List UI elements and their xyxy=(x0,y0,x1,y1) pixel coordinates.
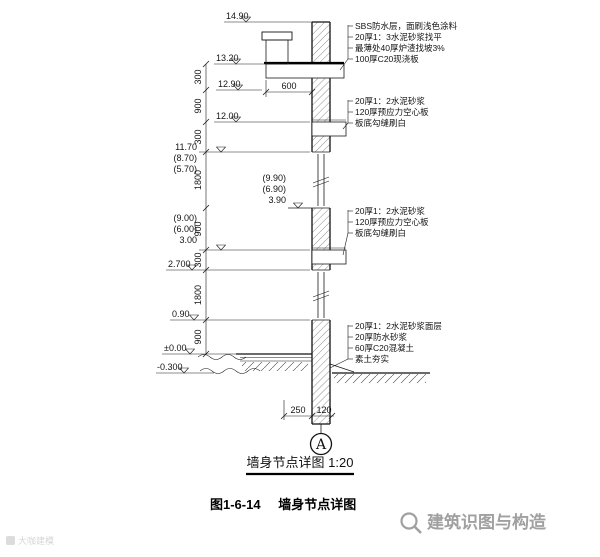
annotation-text: 20厚1：2水泥砂浆 xyxy=(355,96,425,106)
dimension-label: 900 xyxy=(193,98,203,113)
section-mark-letter: A xyxy=(315,437,327,453)
dimension-label: 120 xyxy=(316,405,331,415)
annotation-text: 20厚1：3水泥砂浆找平 xyxy=(355,32,442,42)
level-value: (9.90) xyxy=(262,173,286,183)
windows xyxy=(288,151,330,321)
apron-slope xyxy=(329,363,355,373)
annotation-text: SBS防水层，面刷浅色涂料 xyxy=(355,21,458,31)
level-eave-bottom: 12.90 xyxy=(216,79,262,91)
dimension-label: 1800 xyxy=(193,285,203,305)
annotation-text: 20厚防水砂浆 xyxy=(355,332,407,342)
level-top-floor: 12.00 xyxy=(214,111,310,123)
level-value: 0.90 xyxy=(172,309,190,319)
level-outdoor-ground: -0.300 xyxy=(156,362,214,374)
soil-break-line xyxy=(197,354,247,360)
roof-annotations: SBS防水层，面刷浅色涂料 20厚1：3水泥砂浆找平 最薄处40厚炉渣找坡3% … xyxy=(339,21,458,71)
level-value: (5.70) xyxy=(173,164,197,174)
lower-floor-slab xyxy=(311,249,347,265)
level-value: 3.90 xyxy=(268,195,286,205)
annotation-text: 100厚C20现浇板 xyxy=(355,54,419,64)
indoor-soil-hatch xyxy=(242,362,308,371)
vertical-dimension-chain: 300 900 300 1800 900 300 1800 900 xyxy=(193,60,210,358)
level-value: 2.700 xyxy=(168,259,191,269)
figure-title: 墙身节点详图 xyxy=(278,497,356,512)
level-mid-floors-group: (9.00) (6.00) 3.00 xyxy=(173,213,310,251)
level-value: ±0.00 xyxy=(164,343,186,353)
dimension-label: 600 xyxy=(281,81,296,91)
level-roof: 13.20 xyxy=(214,53,266,65)
figure-caption: 图1-6-14 墙身节点详图 xyxy=(210,497,356,512)
magnifier-icon xyxy=(400,512,418,530)
annotation-text: 60厚C20混凝土 xyxy=(355,343,415,353)
dimension-label: 250 xyxy=(290,405,305,415)
level-gf-floor: ±0.00 xyxy=(162,343,310,355)
level-marks: 14.90 13.20 12.90 12.00 11.70 (8.70) (5.… xyxy=(156,11,312,374)
dimension-label: 900 xyxy=(193,221,203,236)
annotation-text: 板底勾缝刷白 xyxy=(355,228,406,238)
drawing-caption: 墙身节点详图 1:20 xyxy=(247,455,354,470)
upper-window xyxy=(288,151,330,209)
annotation-text: 120厚预应力空心板 xyxy=(355,217,429,227)
level-value: 12.90 xyxy=(218,79,241,89)
level-value: (8.70) xyxy=(173,153,197,163)
level-gf-window-head: 2.700 xyxy=(166,259,310,271)
annotation-text: 板底勾缝刷白 xyxy=(355,118,406,128)
level-value: (9.00) xyxy=(173,213,197,223)
figure-label: 图1-6-14 xyxy=(210,497,261,512)
leader-annotations: SBS防水层，面刷浅色涂料 20厚1：3水泥砂浆找平 最薄处40厚炉渣找坡3% … xyxy=(329,21,458,369)
level-value: (6.90) xyxy=(262,184,286,194)
logo-icon xyxy=(6,536,15,545)
floor-slabs xyxy=(311,119,347,265)
soil-break-line xyxy=(199,368,261,374)
dimension-label: 900 xyxy=(193,329,203,344)
wall-masonry xyxy=(311,21,331,425)
dimension-label: 300 xyxy=(193,129,203,144)
roof-assembly xyxy=(261,31,345,79)
level-window-head-group: 11.70 (8.70) (5.70) xyxy=(173,142,310,174)
level-value: 12.00 xyxy=(216,111,239,121)
dimension-label: 1800 xyxy=(193,170,203,190)
level-value: 11.70 xyxy=(175,142,197,152)
level-value: 14.90 xyxy=(226,11,249,21)
lower-floor-annotations: 20厚1：2水泥砂浆 120厚预应力空心板 板底勾缝刷白 xyxy=(342,206,429,256)
level-value: -0.300 xyxy=(157,362,183,372)
roof-overhang-dimension: 600 xyxy=(262,80,316,97)
ground-floor-annotations: 20厚1：2水泥砂浆面层 20厚防水砂浆 60厚C20混凝土 素土夯实 xyxy=(329,321,442,369)
level-gf-window-sill: 0.90 xyxy=(170,309,310,321)
annotation-text: 素土夯实 xyxy=(355,354,389,364)
level-parapet-top: 14.90 xyxy=(224,11,312,23)
section-bubble: A xyxy=(309,424,333,456)
brand-watermark: 建筑识图与构造 xyxy=(400,512,547,534)
annotation-text: 20厚1：2水泥砂浆 xyxy=(355,206,425,216)
ground-floor-window xyxy=(312,269,330,321)
magnifier-handle-icon xyxy=(413,525,422,534)
annotation-text: 120厚预应力空心板 xyxy=(355,107,429,117)
level-value: 3.00 xyxy=(179,235,197,245)
level-value: 13.20 xyxy=(216,53,239,63)
dimension-label: 300 xyxy=(193,252,203,267)
upper-floor-slab xyxy=(311,121,347,137)
annotation-text: 最薄处40厚炉渣找坡3% xyxy=(355,43,445,53)
annotation-text: 20厚1：2水泥砂浆面层 xyxy=(355,321,442,331)
upper-floor-annotations: 20厚1：2水泥砂浆 120厚预应力空心板 板底勾缝刷白 xyxy=(342,96,429,130)
level-value: (6.00) xyxy=(173,224,197,234)
outdoor-soil-hatch xyxy=(334,374,426,383)
logo-watermark: 大咖建模 xyxy=(6,535,54,546)
captions: 墙身节点详图 1:20 图1-6-14 墙身节点详图 xyxy=(210,455,356,512)
dimension-label: 300 xyxy=(193,69,203,84)
level-window-sill-group: (9.90) (6.90) 3.90 xyxy=(262,173,304,209)
logo-watermark-text: 大咖建模 xyxy=(18,535,54,546)
brand-watermark-text: 建筑识图与构造 xyxy=(427,512,547,532)
footing-dimensions: 250 120 xyxy=(280,400,336,420)
